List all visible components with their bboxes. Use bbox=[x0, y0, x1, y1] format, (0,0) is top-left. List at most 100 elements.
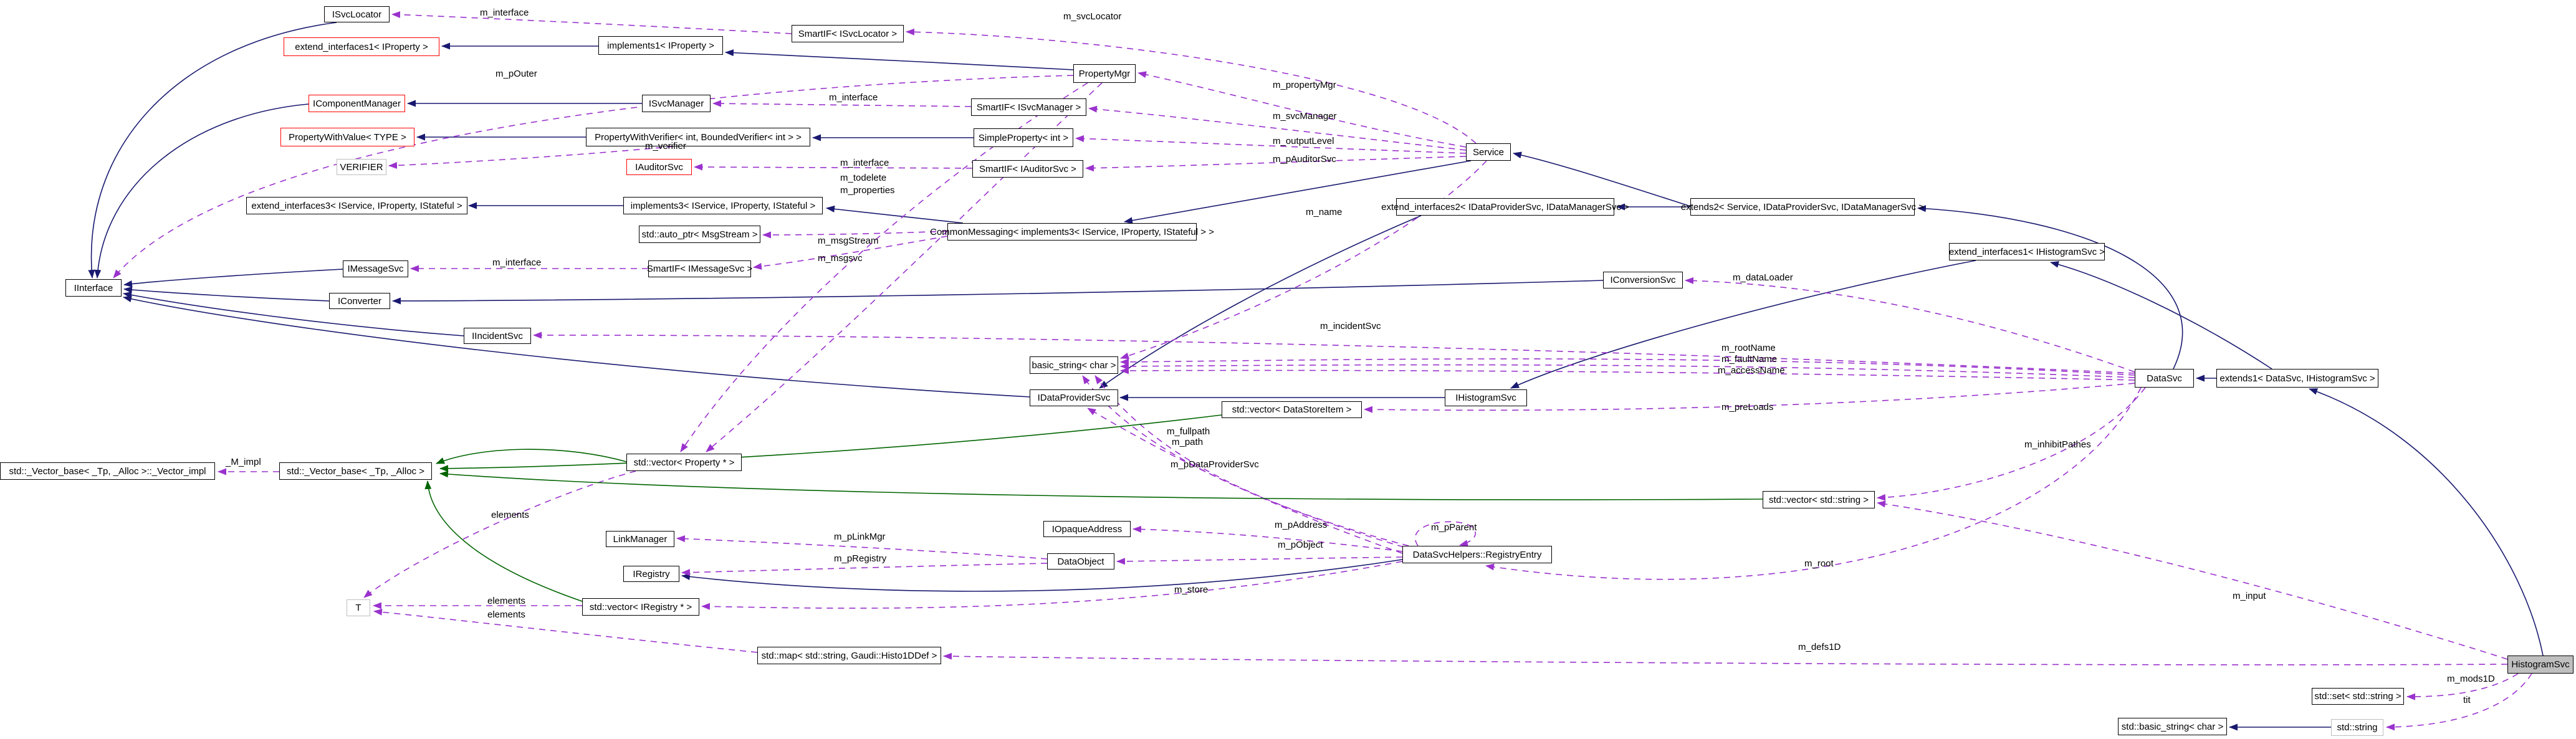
edge-label-m-paddress: m_pAddress bbox=[1275, 520, 1328, 530]
node-vector-iregistry[interactable]: std::vector< IRegistry * > bbox=[582, 598, 699, 616]
edge-label-m-outputlevel: m_outputLevel bbox=[1273, 136, 1334, 146]
node-datasvc[interactable]: DataSvc bbox=[2135, 369, 2194, 388]
node-auto-ptr-msgstream[interactable]: std::auto_ptr< MsgStream > bbox=[639, 226, 760, 243]
node-extend-interfaces3[interactable]: extend_interfaces3< IService, IProperty,… bbox=[246, 197, 467, 214]
node-linkmanager[interactable]: LinkManager bbox=[606, 531, 674, 547]
edge-service-to-simpleproperty-int bbox=[1075, 135, 1467, 154]
node-dataobject[interactable]: DataObject bbox=[1047, 553, 1114, 570]
edge-histogramsvc-to-set-string bbox=[2406, 673, 2519, 700]
node-t[interactable]: T bbox=[347, 599, 370, 616]
edge-registryentry-to-idataprovidersvc bbox=[1087, 408, 1403, 554]
node-iopaqueaddress[interactable]: IOpaqueAddress bbox=[1043, 521, 1131, 537]
edge-histogramsvc-to-map-histo1ddef bbox=[943, 652, 2508, 665]
edge-commonmessaging-to-auto-ptr-msgstream bbox=[762, 231, 948, 239]
edge-vector-iregistry-to-vector-base bbox=[424, 480, 583, 602]
edge-label-m-svcmanager: m_svcManager bbox=[1273, 111, 1337, 122]
node-service[interactable]: Service bbox=[1466, 143, 1511, 161]
edge-label-m-incidentsvc: m_incidentSvc bbox=[1320, 321, 1381, 331]
edge-iconversionsvc-to-iconverter bbox=[392, 280, 1604, 305]
node-vector-property[interactable]: std::vector< Property * > bbox=[626, 454, 742, 471]
edge-label-m-store: m_store bbox=[1174, 584, 1209, 595]
edge-label-m-svclocator: m_svcLocator bbox=[1063, 11, 1122, 22]
edge-propertymgr-to-iinterface bbox=[113, 75, 1074, 279]
edge-service-to-smartif-iauditorsvc bbox=[1085, 156, 1467, 172]
edge-commonmessaging-to-smartif-imessagesvc bbox=[753, 236, 948, 270]
edge-registryentry-to-iopaqueaddress bbox=[1132, 525, 1403, 552]
edge-label-m-preloads: m_preLoads bbox=[1721, 402, 1774, 412]
node-propertywithverifier[interactable]: PropertyWithVerifier< int, BoundedVerifi… bbox=[586, 128, 810, 146]
edge-registryentry-to-registryentry bbox=[1415, 521, 1476, 547]
edge-vector-property-to-vector-base bbox=[436, 449, 627, 464]
edge-datasvc-to-vector-datastoreitem bbox=[1364, 383, 2135, 413]
node-vector-base[interactable]: std::_Vector_base< _Tp, _Alloc > bbox=[279, 462, 432, 480]
node-std-string[interactable]: std::string bbox=[2331, 719, 2383, 736]
node-smartif-iauditorsvc[interactable]: SmartIF< IAuditorSvc > bbox=[972, 160, 1083, 178]
edge-label-m-rootname: m_rootName bbox=[1721, 343, 1776, 353]
node-iauditorsvc[interactable]: IAuditorSvc bbox=[626, 159, 692, 175]
edge-label-tit: tit bbox=[2463, 695, 2471, 705]
node-vector-base-impl[interactable]: std::_Vector_base< _Tp, _Alloc >::_Vecto… bbox=[0, 462, 215, 480]
node-vector-datastoreitem[interactable]: std::vector< DataStoreItem > bbox=[1222, 401, 1362, 418]
edge-vector-property-to-t bbox=[363, 470, 636, 598]
node-extend-interfaces1-iproperty[interactable]: extend_interfaces1< IProperty > bbox=[284, 37, 439, 56]
node-extend-interfaces2[interactable]: extend_interfaces2< IDataProviderSvc, ID… bbox=[1381, 198, 1629, 216]
edge-histogramsvc-to-vector-string bbox=[1877, 500, 2508, 660]
node-vector-string[interactable]: std::vector< std::string > bbox=[1763, 491, 1875, 508]
node-iconverter[interactable]: IConverter bbox=[329, 293, 390, 309]
edge-propertymgr-to-vector-property bbox=[680, 82, 1088, 452]
edge-registryentry-to-dataobject bbox=[1116, 556, 1403, 565]
node-icomponentmanager[interactable]: IComponentManager bbox=[309, 95, 405, 112]
node-iconversionsvc[interactable]: IConversionSvc bbox=[1603, 272, 1683, 288]
node-std-basic-string-char[interactable]: std::basic_string< char > bbox=[2118, 718, 2227, 735]
node-histogramsvc[interactable]: HistogramSvc bbox=[2507, 656, 2574, 674]
node-extends1[interactable]: extends1< DataSvc, IHistogramSvc > bbox=[2216, 369, 2378, 388]
edge-service-to-propertymgr bbox=[1137, 71, 1467, 148]
node-ihistogramsvc[interactable]: IHistogramSvc bbox=[1445, 389, 1527, 406]
node-implements3[interactable]: implements3< IService, IProperty, IState… bbox=[623, 197, 823, 214]
node-smartif-isvcmanager[interactable]: SmartIF< ISvcManager > bbox=[971, 98, 1086, 116]
edge-label-m-msgstream: m_msgStream bbox=[818, 236, 879, 246]
node-isvcmanager[interactable]: ISvcManager bbox=[642, 95, 711, 112]
node-set-string[interactable]: std::set< std::string > bbox=[2312, 688, 2404, 705]
edge-label-elements: elements bbox=[487, 596, 525, 606]
node-map-histo1ddef[interactable]: std::map< std::string, Gaudi::Histo1DDef… bbox=[757, 647, 941, 664]
node-imessagesvc[interactable]: IMessageSvc bbox=[343, 260, 408, 277]
node-propertymgr[interactable]: PropertyMgr bbox=[1073, 64, 1136, 83]
edge-dataobject-to-iregistry bbox=[681, 563, 1048, 576]
edge-service-to-basic-string-char bbox=[1120, 160, 1487, 360]
edge-icomponentmanager-to-iinterface bbox=[94, 103, 309, 279]
edge-registryentry-to-vector-iregistry bbox=[701, 561, 1403, 610]
edge-label-m-interface: m_interface bbox=[480, 7, 529, 18]
node-smartif-imessagesvc[interactable]: SmartIF< IMessageSvc > bbox=[647, 260, 752, 277]
node-simpleproperty-int[interactable]: SimpleProperty< int > bbox=[974, 128, 1073, 147]
edge-isvclocator-to-iinterface bbox=[88, 22, 337, 279]
node-iinterface[interactable]: IInterface bbox=[65, 279, 122, 297]
node-basic-string-char[interactable]: basic_string< char > bbox=[1030, 356, 1118, 374]
node-commonmessaging[interactable]: CommonMessaging< implements3< IService, … bbox=[930, 223, 1214, 241]
node-registryentry[interactable]: DataSvcHelpers::RegistryEntry bbox=[1402, 546, 1552, 563]
node-iregistry[interactable]: IRegistry bbox=[623, 566, 679, 582]
edge-vector-datastoreitem-to-vector-base bbox=[439, 414, 1222, 472]
edge-datasvc-to-iincidentsvc bbox=[533, 331, 2135, 374]
node-verifier[interactable]: VERIFIER bbox=[337, 159, 386, 175]
node-extend-interfaces1-ihistogramsvc[interactable]: extend_interfaces1< IHistogramSvc > bbox=[1949, 243, 2105, 260]
node-propertywithvalue-type[interactable]: PropertyWithValue< TYPE > bbox=[280, 128, 414, 146]
edge-datasvc-to-basic-string-char bbox=[1120, 358, 2135, 376]
edge-label-m-path: m_path bbox=[1172, 437, 1204, 447]
node-idataprovidersvc[interactable]: IDataProviderSvc bbox=[1030, 389, 1118, 406]
node-iincidentsvc[interactable]: IIncidentSvc bbox=[464, 328, 531, 344]
edge-label-m-pregistry: m_pRegistry bbox=[834, 553, 887, 564]
edge-registryentry-to-basic-string-char bbox=[1094, 375, 1409, 546]
edge-label-m-properties: m_properties bbox=[840, 185, 895, 196]
node-implements1-iproperty[interactable]: implements1< IProperty > bbox=[598, 36, 723, 55]
edge-smartif-isvclocator-to-isvclocator bbox=[391, 11, 792, 34]
edge-label-elements: elements bbox=[491, 510, 529, 520]
node-extends2[interactable]: extends2< Service, IDataProviderSvc, IDa… bbox=[1681, 198, 1924, 216]
node-isvclocator[interactable]: ISvcLocator bbox=[324, 6, 390, 22]
node-smartif-isvclocator[interactable]: SmartIF< ISvcLocator > bbox=[792, 25, 904, 42]
edge-label-m-todelete: m_todelete bbox=[840, 173, 887, 183]
edge-label-m-root: m_root bbox=[1804, 558, 1834, 569]
edge-label-m-msgsvc: m_msgsvc bbox=[818, 253, 863, 264]
edge-registryentry-to-basic-string-char bbox=[1082, 375, 1404, 548]
